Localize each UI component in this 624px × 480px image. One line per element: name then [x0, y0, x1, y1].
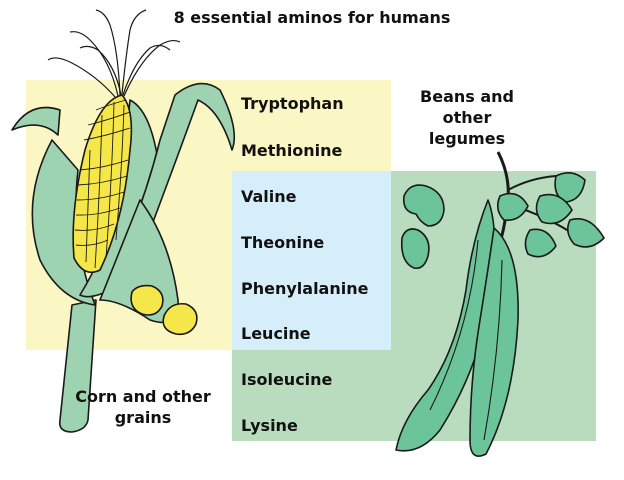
shared-region	[232, 171, 391, 350]
amino-label-isoleucine: Isoleucine	[241, 370, 333, 389]
amino-label-lysine: Lysine	[241, 416, 298, 435]
grains-group-label: Corn and other grains	[75, 387, 211, 427]
amino-label-tryptophan: Tryptophan	[241, 94, 344, 113]
amino-label-phenylalanine: Phenylalanine	[241, 279, 369, 298]
amino-label-leucine: Leucine	[241, 324, 311, 343]
pea-pod-icon	[395, 151, 605, 457]
amino-label-methionine: Methionine	[241, 141, 343, 160]
amino-label-valine: Valine	[241, 187, 297, 206]
amino-label-theonine: Theonine	[241, 233, 325, 252]
corn-cob-icon	[11, 9, 236, 433]
diagram-title: 8 essential aminos for humans	[173, 8, 451, 27]
legumes-group-label: Beans and other legumes	[420, 87, 514, 148]
